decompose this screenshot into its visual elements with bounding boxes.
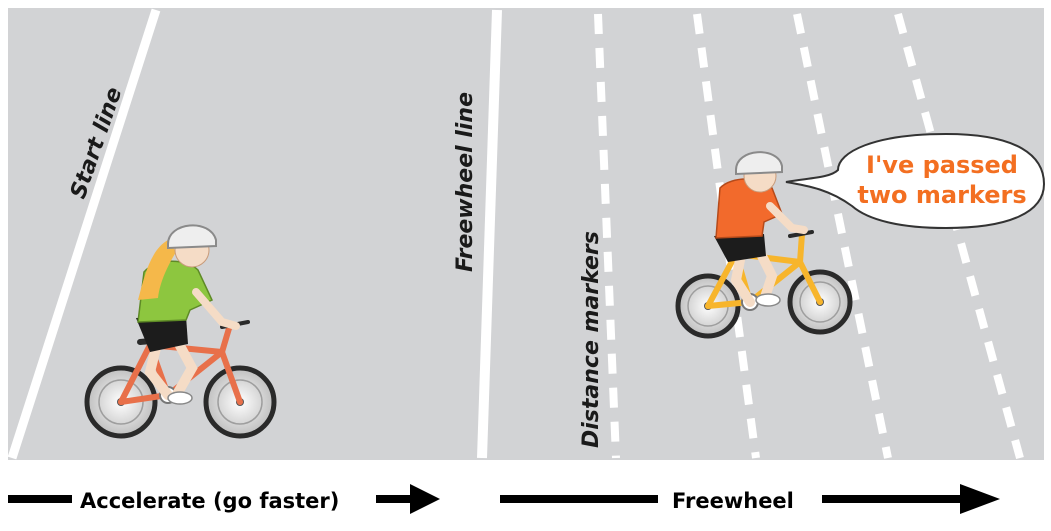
distance-markers-label: Distance markers xyxy=(579,231,604,448)
freewheel-arrow-label: Freewheel xyxy=(672,489,794,513)
accelerate-arrow-label: Accelerate (go faster) xyxy=(80,489,339,513)
freewheel-line-label: Freewheel line xyxy=(453,92,478,272)
speech-bubble-line2: two markers xyxy=(857,181,1026,209)
freewheel-arrow: Freewheel xyxy=(500,484,1000,514)
accelerate-arrow: Accelerate (go faster) xyxy=(8,484,440,514)
speech-bubble-line1: I've passed xyxy=(866,151,1018,179)
